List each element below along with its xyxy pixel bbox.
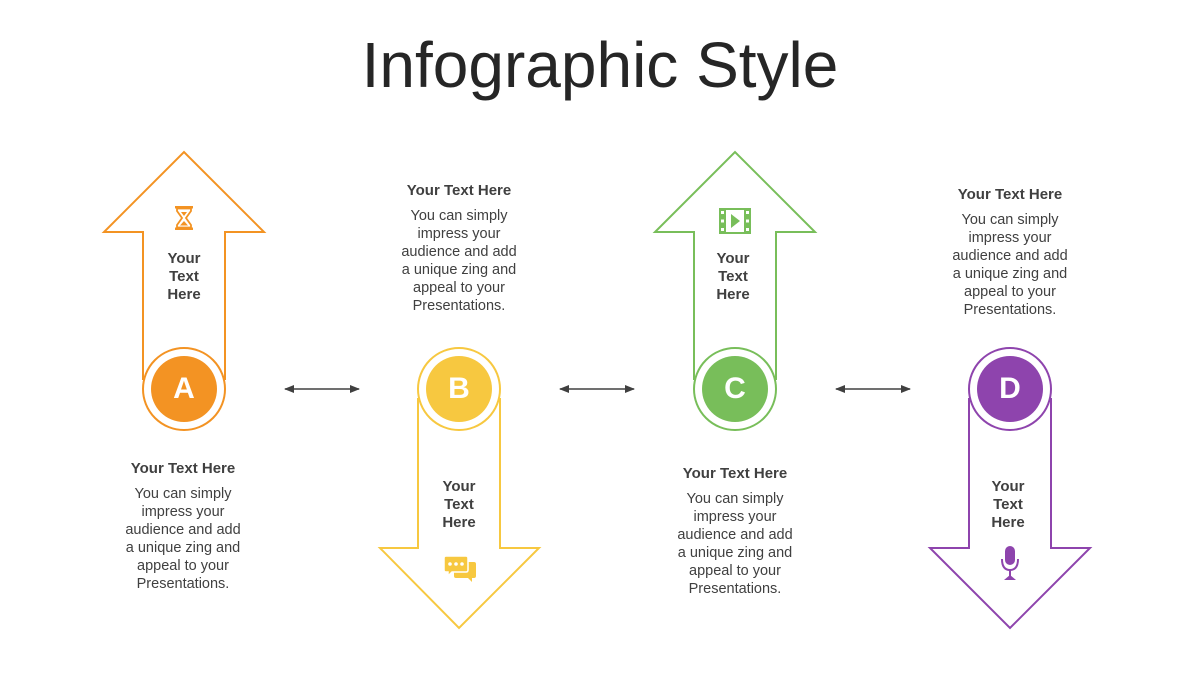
arrow-c-label-line: Your xyxy=(716,250,750,267)
arrow-d-label: Your Text Here xyxy=(968,478,1048,532)
arrow-d-down xyxy=(927,347,1093,630)
body-line: impress your xyxy=(968,230,1052,246)
body-line: appeal to your xyxy=(137,558,229,574)
text-block-a: Your Text Here You can simply impress yo… xyxy=(98,460,268,593)
arrow-c-label-line: Here xyxy=(716,286,750,303)
body-line: a unique zing and xyxy=(401,262,517,278)
arrow-d-label-line: Your xyxy=(991,478,1025,495)
body-line: Presentations. xyxy=(688,581,782,597)
arrow-b-label: Your Text Here xyxy=(419,478,499,532)
body-line: You can simply xyxy=(686,491,784,507)
body-line: You can simply xyxy=(134,486,232,502)
arrow-c-up xyxy=(652,150,818,431)
text-block-b: Your Text Here You can simply impress yo… xyxy=(374,182,544,315)
step-b-letter: B xyxy=(448,372,470,405)
body-line: impress your xyxy=(141,504,225,520)
arrow-b-label-line: Text xyxy=(444,496,474,513)
arrow-d-label-line: Text xyxy=(993,496,1023,513)
text-block-d-title: Your Text Here xyxy=(957,186,1063,203)
body-line: impress your xyxy=(693,509,777,525)
body-line: Presentations. xyxy=(412,298,506,314)
text-block-b-title: Your Text Here xyxy=(406,182,512,199)
text-block-c-title: Your Text Here xyxy=(682,465,788,482)
body-line: Presentations. xyxy=(136,576,230,592)
arrow-b-label-line: Your xyxy=(442,478,476,495)
arrow-b-down xyxy=(377,347,542,630)
video-play-icon xyxy=(719,208,751,234)
body-line: a unique zing and xyxy=(952,266,1068,282)
body-line: appeal to your xyxy=(689,563,781,579)
body-line: a unique zing and xyxy=(677,545,793,561)
step-a-letter: A xyxy=(173,372,195,405)
arrow-a-label: Your Text Here xyxy=(144,250,224,304)
body-line: audience and add xyxy=(677,527,793,543)
body-line: audience and add xyxy=(952,248,1068,264)
arrow-c-label-line: Text xyxy=(718,268,748,285)
arrow-a-label-line: Here xyxy=(167,286,201,303)
arrow-a-label-line: Your xyxy=(167,250,201,267)
text-block-d: Your Text Here You can simply impress yo… xyxy=(925,186,1095,319)
step-d-letter: D xyxy=(999,372,1021,405)
text-block-c-body: You can simply impress your audience and… xyxy=(650,490,820,598)
page-title: Infographic Style xyxy=(361,29,839,101)
body-line: You can simply xyxy=(410,208,508,224)
arrow-a-label-line: Text xyxy=(169,268,199,285)
text-block-c: Your Text Here You can simply impress yo… xyxy=(650,465,820,598)
hourglass-icon xyxy=(175,206,193,230)
text-block-b-body: You can simply impress your audience and… xyxy=(374,207,544,315)
body-line: impress your xyxy=(417,226,501,242)
body-line: a unique zing and xyxy=(125,540,241,556)
arrow-c-label: Your Text Here xyxy=(693,250,773,304)
step-c-letter: C xyxy=(724,372,746,405)
body-line: audience and add xyxy=(401,244,517,260)
arrow-b-label-line: Here xyxy=(442,514,476,531)
body-line: Presentations. xyxy=(963,302,1057,318)
chat-bubbles-icon xyxy=(443,555,476,582)
body-line: You can simply xyxy=(961,212,1059,228)
body-line: appeal to your xyxy=(964,284,1056,300)
text-block-d-body: You can simply impress your audience and… xyxy=(925,211,1095,319)
text-block-a-body: You can simply impress your audience and… xyxy=(98,485,268,593)
body-line: appeal to your xyxy=(413,280,505,296)
arrow-a-up xyxy=(101,150,267,431)
microphone-icon xyxy=(1001,546,1019,580)
arrow-d-label-line: Here xyxy=(991,514,1025,531)
body-line: audience and add xyxy=(125,522,241,538)
text-block-a-title: Your Text Here xyxy=(130,460,236,477)
